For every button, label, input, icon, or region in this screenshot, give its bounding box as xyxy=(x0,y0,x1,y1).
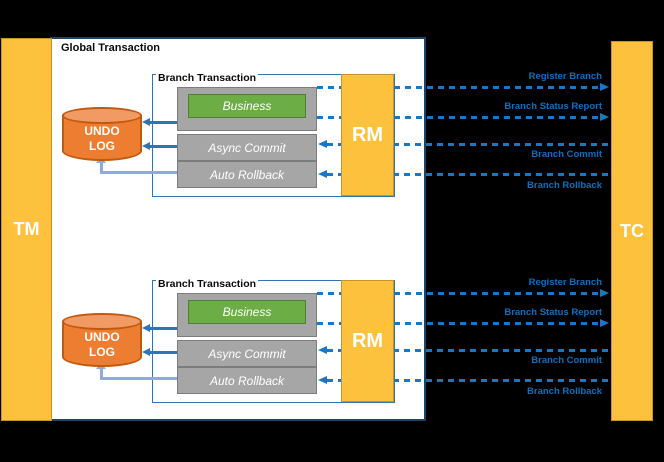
register-branch-line xyxy=(317,86,601,89)
async-commit-label: Async Commit xyxy=(208,346,286,361)
branch-group-2: Register Branch Branch Status Report Bra… xyxy=(0,276,664,411)
business-to-undolog-line xyxy=(150,327,177,330)
async-commit-box: Async Commit xyxy=(177,340,317,367)
branch-commit-line xyxy=(327,349,611,352)
arrowhead-left-icon xyxy=(318,170,327,178)
tm-label: TM xyxy=(13,219,40,239)
rollback-to-undolog-line xyxy=(103,171,177,174)
business-box: Business xyxy=(188,94,306,118)
message-label-branch-rollback: Branch Rollback xyxy=(527,386,602,397)
rollback-to-undolog-line xyxy=(103,377,177,380)
rollback-to-undolog-line xyxy=(100,162,103,174)
arrowhead-right-icon xyxy=(600,83,609,91)
branch-status-report-line xyxy=(317,116,601,119)
register-branch-line xyxy=(317,292,601,295)
async-to-undolog-line xyxy=(150,351,177,354)
global-transaction-label: Global Transaction xyxy=(61,42,161,54)
branch-group-1: Register Branch Branch Status Report Bra… xyxy=(0,70,664,205)
message-label-branch-rollback: Branch Rollback xyxy=(527,180,602,191)
tc-bar: TC xyxy=(611,41,653,421)
branch-commit-line xyxy=(327,143,611,146)
arrowhead-left-icon xyxy=(142,348,150,356)
auto-rollback-box: Auto Rollback xyxy=(177,367,317,394)
business-to-undolog-line xyxy=(150,121,177,124)
branch-rollback-line xyxy=(327,173,611,176)
rm-box: RM xyxy=(341,74,394,196)
undo-log-label: UNDO LOG xyxy=(84,330,120,359)
rm-label: RM xyxy=(351,123,384,146)
branch-status-report-line xyxy=(317,322,601,325)
rm-label: RM xyxy=(351,329,384,352)
arrowhead-left-icon xyxy=(142,142,150,150)
branch-transaction-box xyxy=(152,280,395,403)
business-label: Business xyxy=(222,99,272,113)
arrowhead-left-icon xyxy=(318,140,327,148)
branch-rollback-line xyxy=(327,379,611,382)
auto-rollback-box: Auto Rollback xyxy=(177,161,317,188)
arrowhead-right-icon xyxy=(600,319,609,327)
business-box: Business xyxy=(188,300,306,324)
message-label-register-branch: Register Branch xyxy=(528,71,602,82)
arrowhead-right-icon xyxy=(600,113,609,121)
undo-log-cylinder: UNDO LOG xyxy=(62,107,142,161)
undo-log-cylinder: UNDO LOG xyxy=(62,313,142,367)
auto-rollback-label: Auto Rollback xyxy=(209,373,285,388)
message-label-branch-status-report: Branch Status Report xyxy=(504,101,602,112)
arrowhead-left-icon xyxy=(318,346,327,354)
arrowhead-left-icon xyxy=(142,118,150,126)
arrowhead-right-icon xyxy=(600,289,609,297)
async-commit-box: Async Commit xyxy=(177,134,317,161)
arrowhead-left-icon xyxy=(318,376,327,384)
tc-label: TC xyxy=(620,220,644,241)
arrowhead-left-icon xyxy=(142,324,150,332)
branch-transaction-label: Branch Transaction xyxy=(156,72,259,84)
cylinder-top xyxy=(62,313,142,330)
message-label-branch-commit: Branch Commit xyxy=(531,149,602,160)
async-to-undolog-line xyxy=(150,145,177,148)
business-label: Business xyxy=(222,305,272,319)
undo-log-label: UNDO LOG xyxy=(84,124,120,153)
branch-transaction-box xyxy=(152,74,395,197)
message-label-register-branch: Register Branch xyxy=(528,277,602,288)
message-label-branch-status-report: Branch Status Report xyxy=(504,307,602,318)
rollback-to-undolog-line xyxy=(100,368,103,380)
cylinder-top xyxy=(62,107,142,124)
rm-box: RM xyxy=(341,280,394,402)
async-commit-label: Async Commit xyxy=(208,140,286,155)
branch-transaction-label: Branch Transaction xyxy=(156,278,259,290)
message-label-branch-commit: Branch Commit xyxy=(531,355,602,366)
tm-bar: TM xyxy=(1,38,52,421)
auto-rollback-label: Auto Rollback xyxy=(209,167,285,182)
